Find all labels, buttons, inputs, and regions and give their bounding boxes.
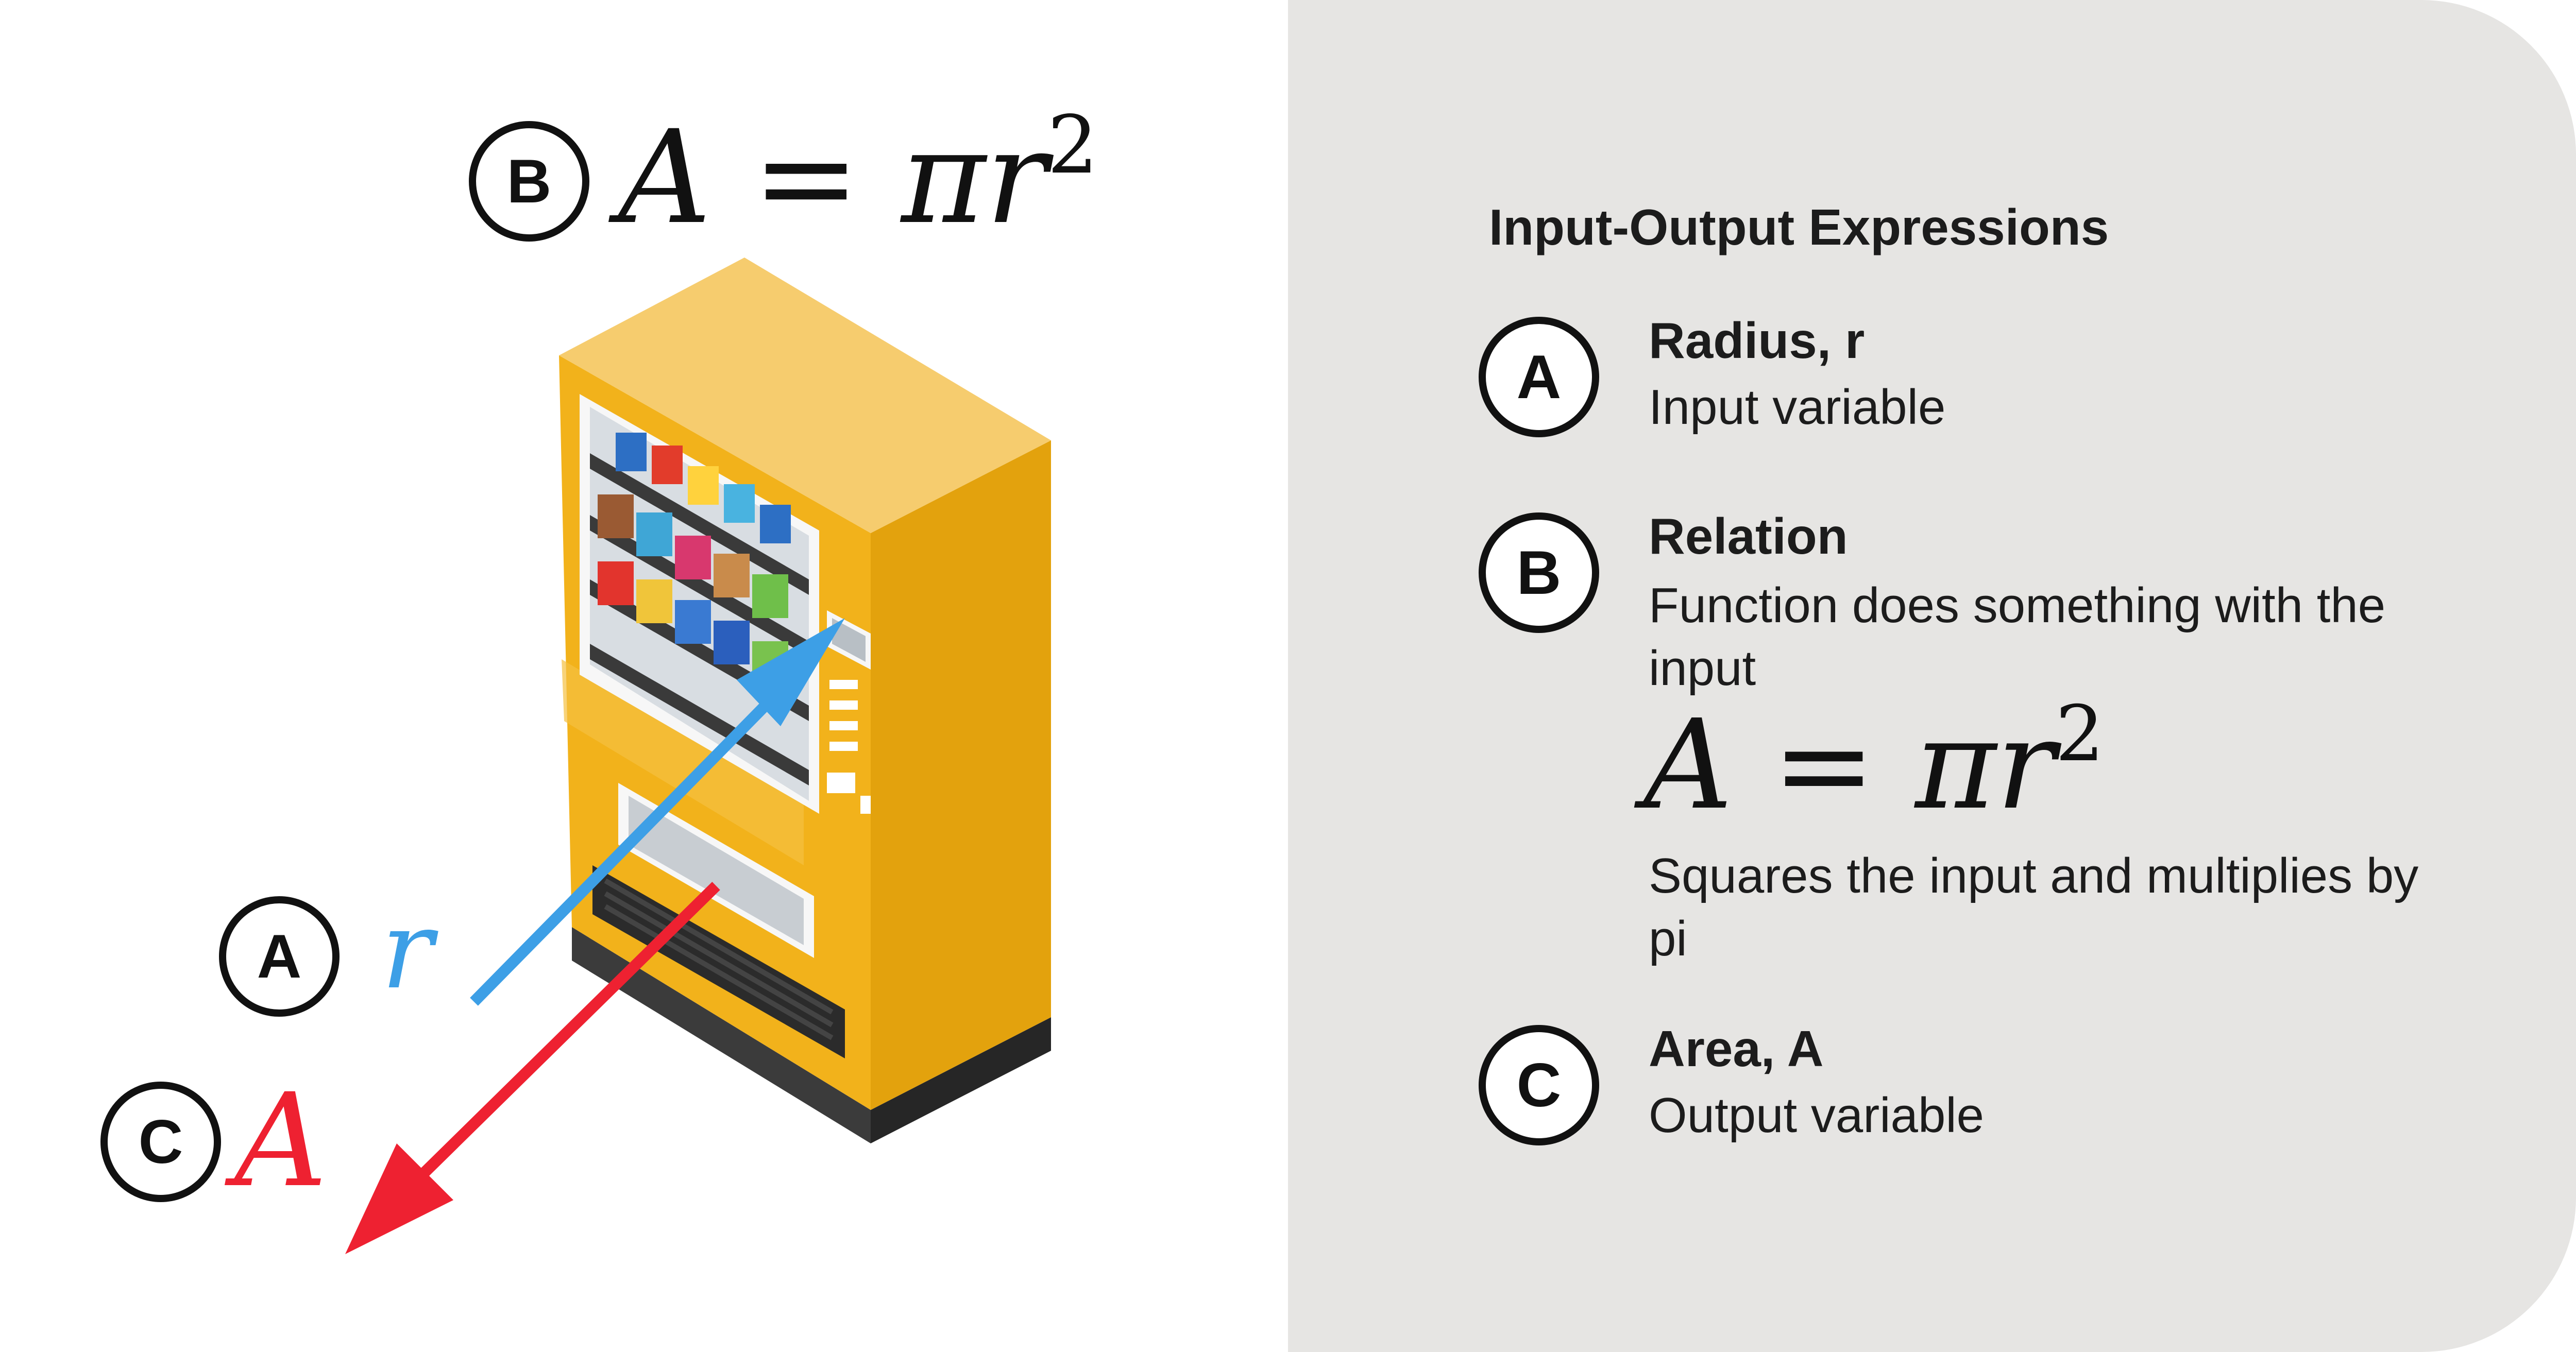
input-arrow-head — [737, 618, 845, 726]
formula-lhs: A — [618, 102, 711, 252]
snack-row-3 — [598, 561, 788, 685]
formula-exponent: 2 — [1047, 98, 1098, 192]
badge-c-output: C — [100, 1082, 221, 1202]
machine-base-side — [871, 1017, 1051, 1143]
snack-row-1 — [616, 433, 791, 543]
item-b-note: Squares the input and multiplies by pi — [1649, 848, 2419, 966]
badge-c: C — [1479, 1025, 1599, 1145]
item-b-description: Function does something with the input — [1649, 578, 2386, 696]
panel-heading: Input-Output Expressions — [1489, 199, 2109, 255]
item-b-formula-exponent: 2 — [2055, 689, 2105, 779]
input-arrow — [470, 694, 777, 1006]
vent-slats — [604, 878, 834, 1040]
formula-pi: π — [901, 102, 986, 252]
pickup-slot — [629, 796, 804, 945]
item-c-title: Area, A — [1649, 1020, 1824, 1077]
badge-b-top: B — [469, 121, 589, 242]
front-highlight — [562, 659, 804, 865]
output-arrow — [408, 882, 720, 1189]
machine-side-face — [871, 440, 1051, 1110]
item-a-description: Input variable — [1649, 380, 1946, 435]
input-symbol: r — [381, 887, 433, 1013]
item-a-title: Radius, r — [1649, 312, 1865, 369]
machine-top-face — [559, 258, 1051, 533]
vending-machine-illustration — [559, 258, 1051, 1143]
formula-equals: = — [752, 102, 860, 252]
shelf-4 — [590, 644, 809, 785]
item-b-formula-var: r — [1996, 693, 2056, 837]
output-symbol: A — [234, 1066, 328, 1216]
item-b-formula-equals: = — [1772, 693, 1876, 837]
item-b-title: Relation — [1649, 508, 1848, 564]
machine-base-front — [572, 927, 871, 1143]
output-arrow-head — [345, 1143, 453, 1254]
badge-a: A — [1479, 317, 1599, 437]
snack-row-2 — [598, 494, 788, 618]
top-formula: A = πr2 — [618, 98, 1098, 272]
badge-b: B — [1479, 512, 1599, 633]
badge-a-input: A — [219, 896, 340, 1017]
item-c-description: Output variable — [1649, 1088, 1985, 1143]
item-b-formula-pi: π — [1915, 693, 1996, 837]
item-b-formula-lhs: A — [1643, 693, 1733, 837]
formula-var: r — [986, 102, 1047, 252]
shelf-1 — [590, 453, 809, 595]
explanation-panel: Input-Output Expressions A Radius, r Inp… — [1288, 0, 2576, 1352]
arrows-layer — [345, 618, 845, 1254]
item-b-formula: A = πr2 — [1643, 690, 2104, 857]
